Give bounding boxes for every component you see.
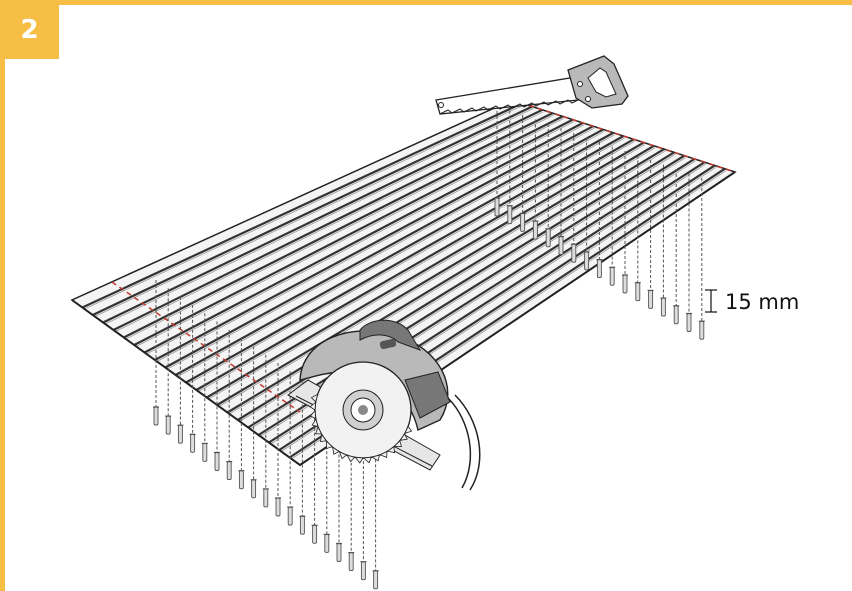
frame-top-border [0,0,852,5]
board-joint [206,141,645,399]
board-joint-shadow [197,140,635,393]
board-joint [185,135,625,384]
screw-icon [323,396,330,553]
board-joint-shadow [93,108,534,318]
board-joint [112,112,554,331]
back-cut-line [511,99,736,173]
board-joint-shadow [207,144,645,400]
board-joint [164,128,604,369]
deck-edges [71,171,736,467]
screw-icon [622,151,628,294]
screw-icon [165,288,172,435]
screw-icon [153,280,159,426]
screw-icon [348,412,355,572]
screw-icon [698,178,705,340]
screw-icon [583,137,590,271]
screw-icon [494,106,500,217]
screw-icon [214,321,220,471]
board-joint [81,102,523,309]
board-joint-shadow [176,134,615,378]
screw-icon [558,128,564,255]
board-joint [123,115,564,339]
board-joint-shadow [145,124,585,355]
screw-icon [686,173,692,332]
board-joint [226,148,665,414]
board-joint [175,131,614,376]
screw-icon [177,296,184,444]
screw-icon [506,110,513,225]
board-joint-shadow [103,111,544,325]
deck-boards [70,99,737,467]
measurement-label: 15 mm [725,290,799,314]
board-joint-shadow [124,118,564,340]
front-cut-line [111,281,301,413]
frame-left-border [0,0,5,591]
board-joint-shadow [155,127,595,363]
board-joint-shadow [186,137,625,385]
board-joint-shadow [83,104,524,310]
screw-icon [545,124,552,248]
step-number-badge: 2 [0,0,59,59]
screw-icon [519,115,526,232]
screw-icon [189,304,196,453]
deck-edge-line [71,171,736,467]
screw-icon [201,313,208,462]
screw-icon [596,142,603,279]
board-joint [216,144,655,406]
board-joint [102,108,543,324]
screw-icon [647,160,654,309]
board-joint-shadow [134,121,575,348]
screw-icon [360,421,367,581]
board-joints [81,102,727,460]
screws-back-row [494,106,705,340]
screw-icon [372,429,379,590]
board-joint [154,125,594,361]
hand-saw-icon [435,55,629,115]
screw-icon [262,354,269,508]
board-joint [133,118,574,346]
board-joint-shadow [217,147,656,408]
screw-icon [336,404,342,562]
screws-front-row [153,280,379,590]
screw-icon [660,164,667,317]
screw-icon [532,119,539,240]
screw-icon [673,169,680,325]
screw-icon [238,338,245,490]
screw-icon [609,146,616,286]
depth-measurement: 15 mm [705,289,799,314]
circular-saw-icon [287,319,481,491]
board-joint-shadow [166,131,605,370]
board-joint [247,154,685,429]
screw-icon [570,133,577,263]
screw-icon [250,346,257,499]
screw-icon [226,329,233,481]
screw-icon [634,155,641,302]
board-joint [92,105,533,316]
board-joint-shadow [114,114,554,333]
screw-icon [275,363,281,517]
